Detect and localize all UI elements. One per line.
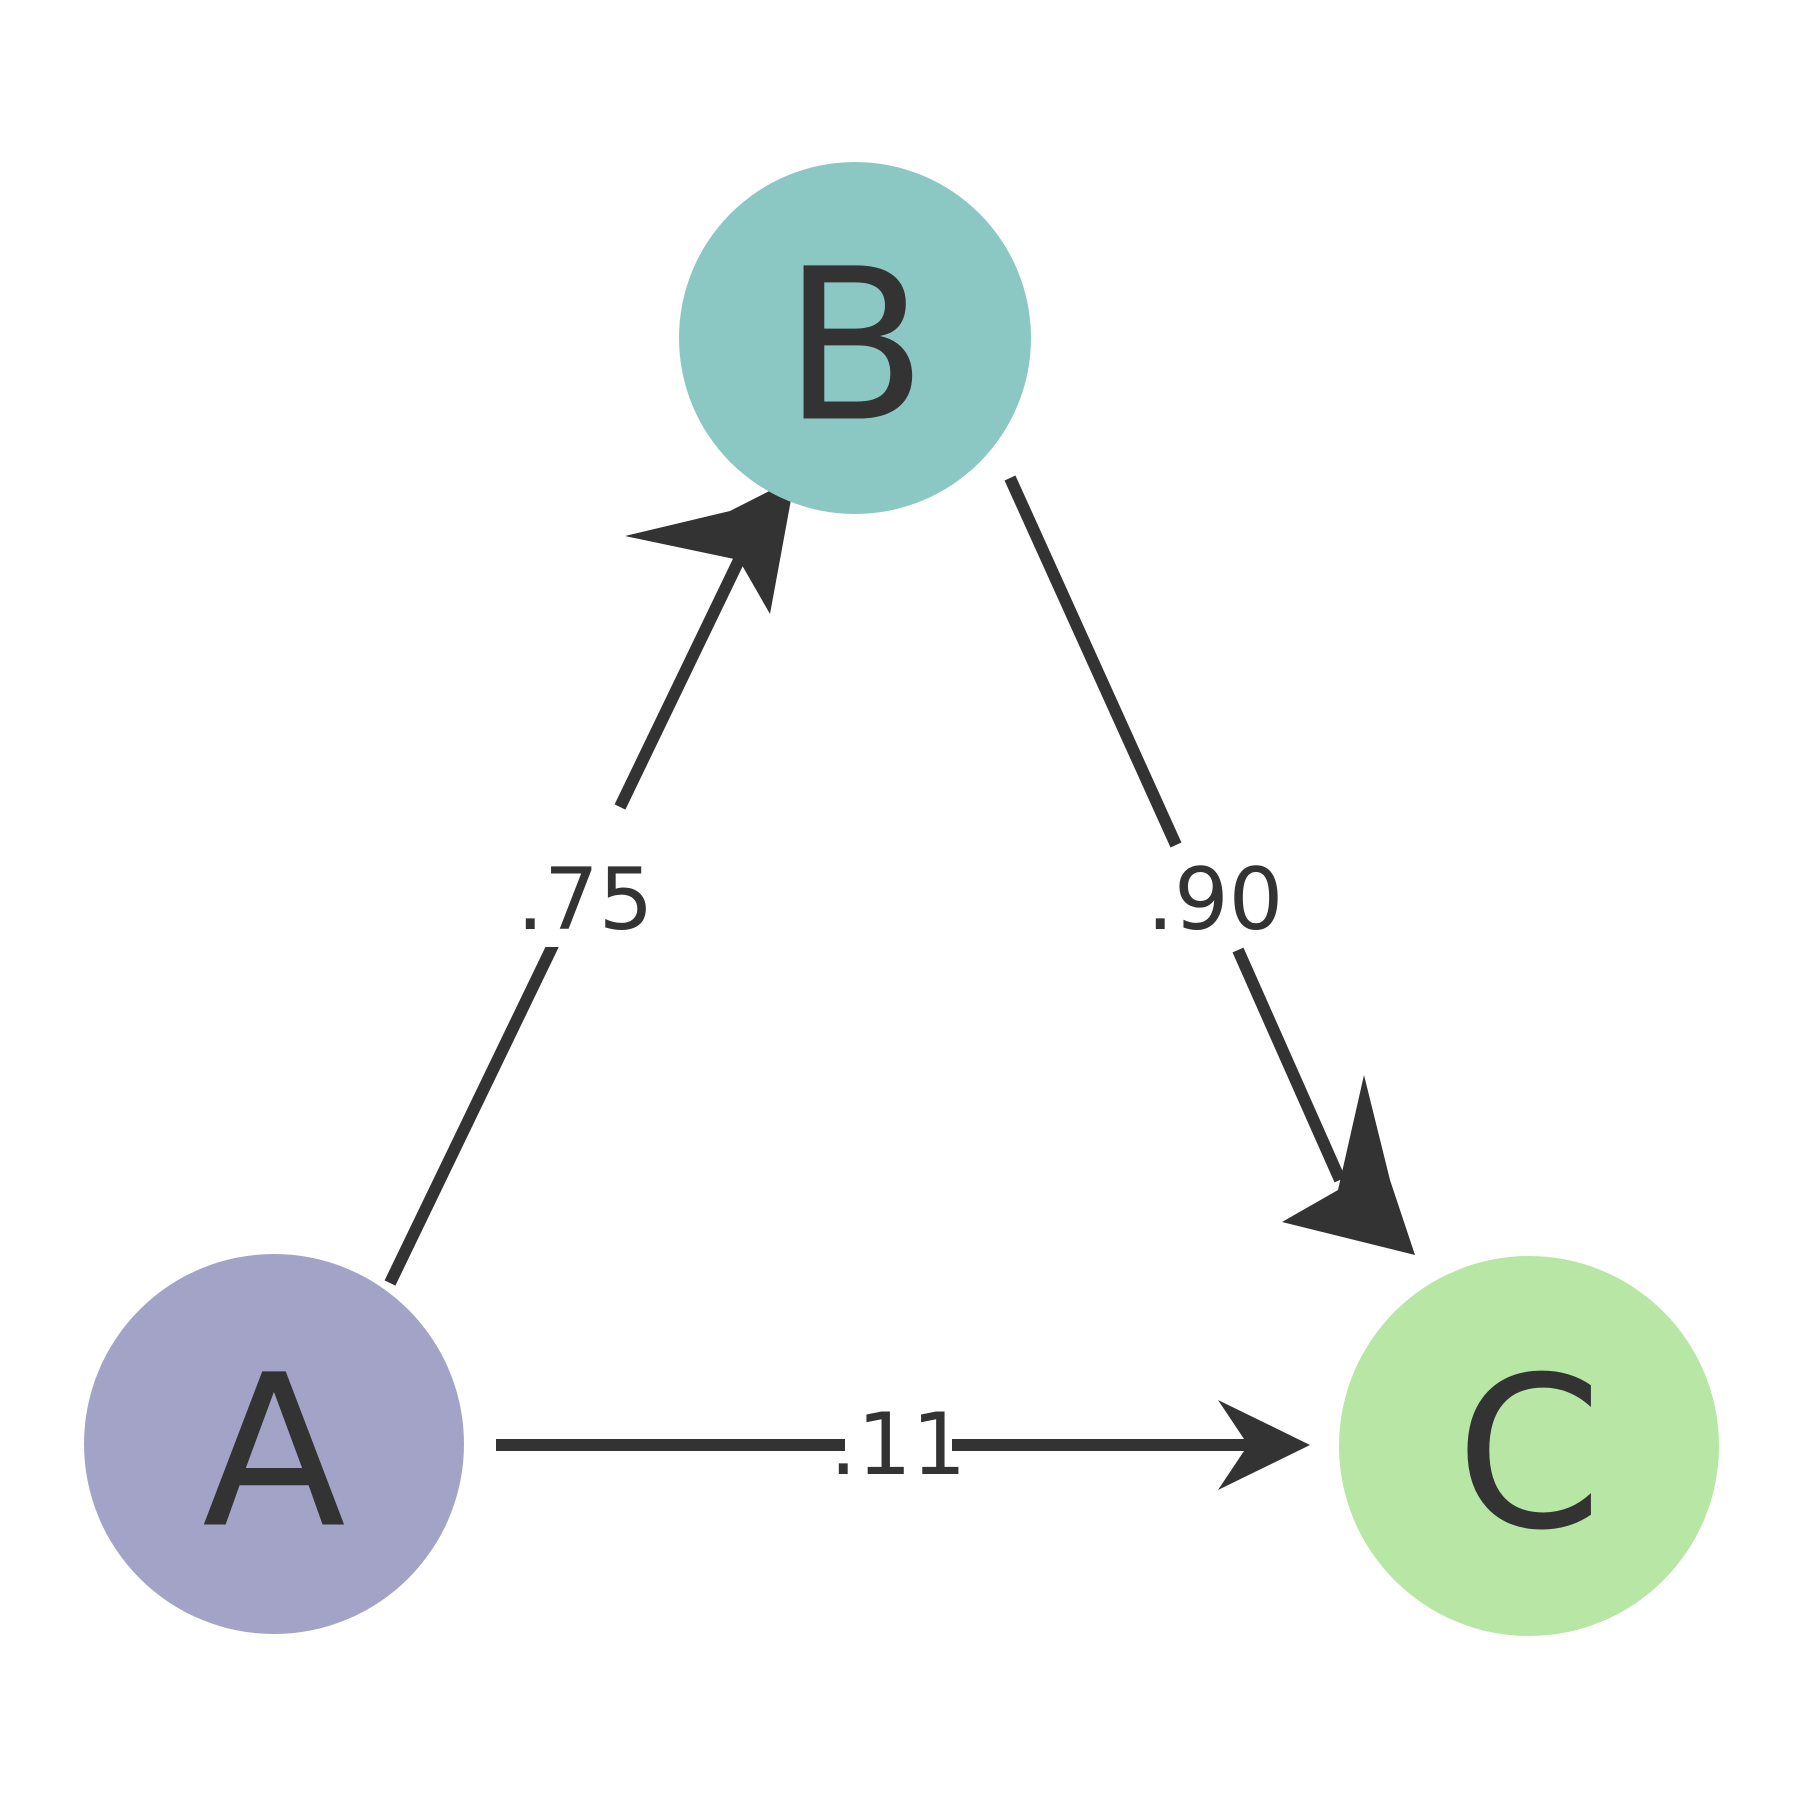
edge-b-to-c-arrowhead — [1282, 1075, 1415, 1255]
node-b-circle — [679, 162, 1031, 514]
edge-b-to-c[interactable] — [1004, 475, 1415, 1255]
node-b-label: B — [783, 224, 927, 469]
edge-weight-label-a-c: .11 — [830, 1395, 967, 1495]
edge-a-to-b-line-lower — [384, 938, 561, 1286]
edge-a-to-b-arrowhead — [625, 478, 795, 614]
edge-weight-b-c: .90 — [1147, 850, 1284, 950]
edge-b-to-c-line-lower — [1232, 947, 1346, 1183]
node-a-label: A — [202, 1330, 346, 1575]
edge-weight-label-a-b-bg — [533, 853, 637, 947]
edge-a-to-b[interactable] — [384, 478, 795, 1286]
edge-a-to-c[interactable] — [496, 1400, 1310, 1490]
node-b[interactable]: B — [679, 162, 1031, 514]
edge-a-to-c-arrowhead — [1218, 1400, 1310, 1490]
node-c-label: C — [1456, 1332, 1603, 1577]
edge-weight-label-b-c: .90 — [1147, 850, 1284, 950]
node-c-circle — [1339, 1256, 1719, 1636]
edge-weight-a-c: .11 — [830, 1395, 967, 1495]
edge-b-to-c-line-upper — [1004, 475, 1182, 848]
edge-weight-label-b-c-bg — [1163, 853, 1267, 947]
edge-weight-label-a-b: .75 — [517, 850, 654, 950]
node-a[interactable]: A — [84, 1254, 464, 1634]
edge-weight-a-b: .75 — [517, 850, 654, 950]
edge-a-to-b-line-upper — [614, 555, 746, 810]
node-a-circle — [84, 1254, 464, 1634]
edge-weight-label-a-c-bg — [846, 1398, 950, 1492]
node-c[interactable]: C — [1339, 1256, 1719, 1636]
